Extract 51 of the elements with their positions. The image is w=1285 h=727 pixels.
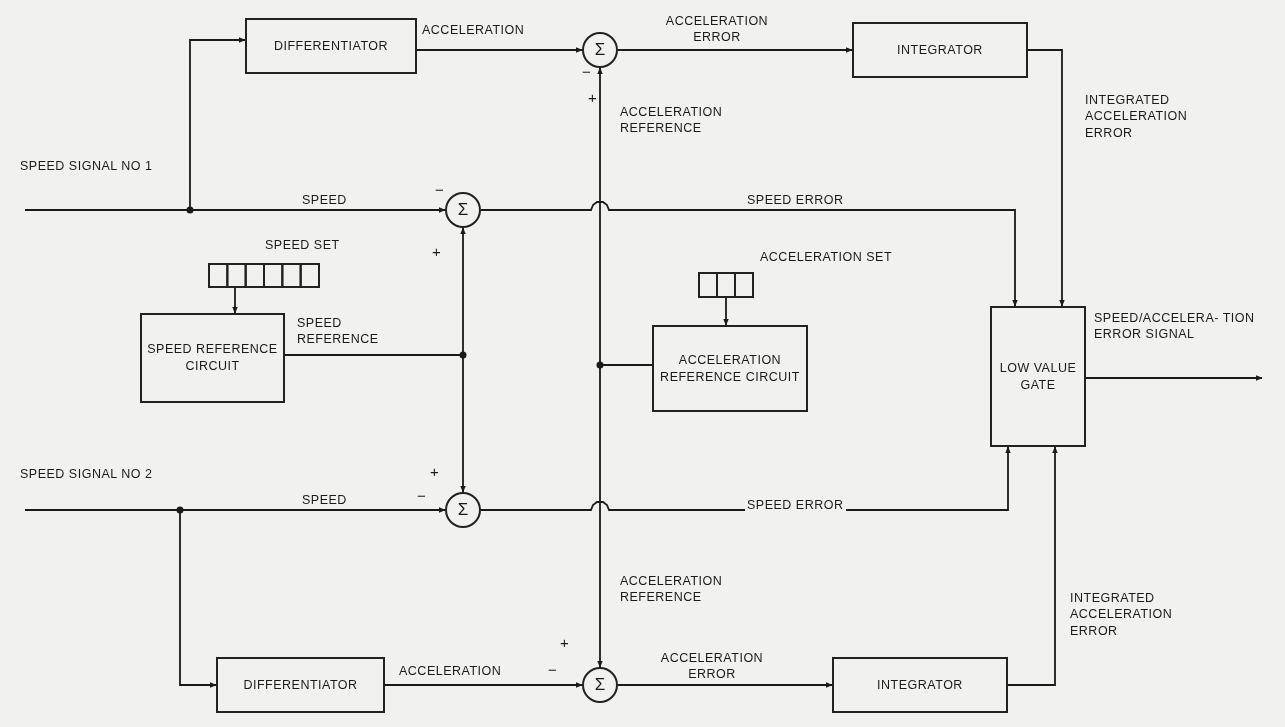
connector-arrow <box>232 287 238 314</box>
polarity-sign: − <box>548 660 558 680</box>
connector-arrow <box>617 47 853 53</box>
sigma-symbol: Σ <box>457 498 469 521</box>
connector-arrow <box>24 207 446 213</box>
process-box <box>216 657 385 713</box>
connector-arrow <box>416 47 583 53</box>
digit-display <box>698 272 754 298</box>
sigma-symbol: Σ <box>457 198 469 221</box>
polarity-sign: + <box>432 242 442 262</box>
sigma-symbol: Σ <box>594 38 606 61</box>
polarity-sign: − <box>417 486 427 506</box>
block-label: INTEGRATOR <box>877 676 963 694</box>
connector-arrow <box>24 509 217 688</box>
block-label: INTEGRATOR <box>897 41 983 59</box>
block-label: DIFFERENTIATOR <box>243 676 358 694</box>
process-box <box>832 657 1008 713</box>
connector-arrow <box>1085 375 1263 381</box>
polarity-sign: − <box>435 180 445 200</box>
connector-arrow <box>1007 446 1058 686</box>
process-box <box>140 313 285 403</box>
setpoint-caption: SPEED SET <box>265 238 340 252</box>
connector-arrow <box>1027 49 1065 307</box>
polarity-sign: + <box>430 462 440 482</box>
input-label: SPEED SIGNAL NO 2 <box>20 466 154 483</box>
input-label: SPEED SIGNAL NO 1 <box>20 158 154 175</box>
connector-arrow <box>597 364 653 668</box>
process-box <box>245 18 417 74</box>
process-box <box>652 325 808 412</box>
block-label: ACCELERATION REFERENCE CIRCUIT <box>659 351 801 386</box>
digit-display <box>208 263 320 288</box>
summing-junction <box>582 667 618 703</box>
signal-label: SPEED ERROR <box>745 497 846 514</box>
summing-junction <box>582 32 618 68</box>
setpoint-caption: ACCELERATION SET <box>760 250 893 264</box>
sigma-symbol: Σ <box>594 673 606 696</box>
block-label: SPEED REFERENCE CIRCUIT <box>147 341 278 375</box>
polarity-sign: + <box>588 88 598 108</box>
connector-arrow <box>384 682 583 688</box>
connector-arrow <box>617 682 833 688</box>
process-box <box>990 306 1086 447</box>
process-box <box>852 22 1028 78</box>
summing-junction <box>445 492 481 528</box>
summing-junction <box>445 192 481 228</box>
polarity-sign: + <box>560 633 570 653</box>
connector-arrow <box>284 354 466 493</box>
polarity-sign: − <box>582 62 592 82</box>
connector-arrow <box>723 297 729 326</box>
block-label: DIFFERENTIATOR <box>273 37 389 55</box>
block-label: LOW VALUE GATE <box>998 359 1078 394</box>
connector-arrow <box>480 201 1018 307</box>
